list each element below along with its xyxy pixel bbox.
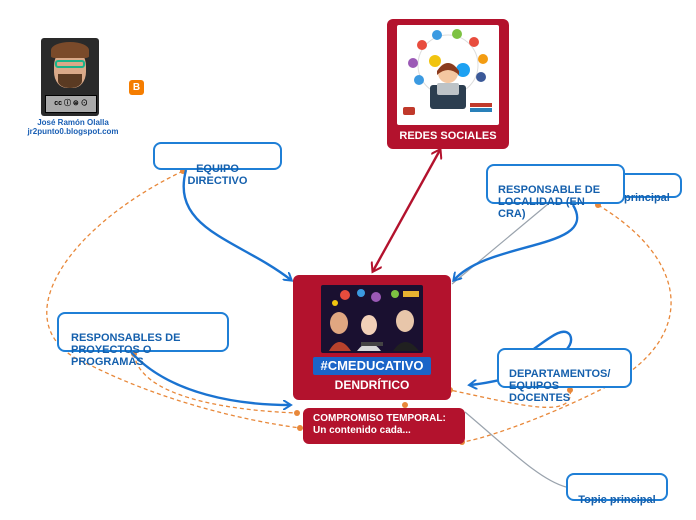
- author-avatar: cc ⓘ ⊜ ⊙: [41, 38, 99, 116]
- responsable-localidad-node[interactable]: RESPONSABLE DE LOCALIDAD (EN CRA): [486, 164, 625, 220]
- dashed-link-proyectos: [133, 353, 298, 414]
- social-media-illustration: [397, 25, 499, 125]
- equipo-directivo-label: EQUIPO DIRECTIVO: [187, 163, 248, 187]
- gray-link-topic: [464, 411, 567, 488]
- social-network-icon: [403, 29, 492, 115]
- redes-sociales-node[interactable]: REDES SOCIALES: [387, 19, 509, 149]
- cc-license-badge: cc ⓘ ⊜ ⊙: [45, 95, 97, 113]
- center-image: [321, 285, 423, 353]
- responsable-localidad-label: RESPONSABLE DE LOCALIDAD (EN CRA): [498, 184, 601, 220]
- author-blog[interactable]: jr2punto0.blogspot.com: [27, 127, 119, 136]
- arrow-proyectos-center: [130, 351, 290, 405]
- equipo-directivo-node[interactable]: EQUIPO DIRECTIVO: [153, 142, 282, 187]
- center-node[interactable]: #CMEDUCATIVO DENDRÍTICO: [293, 275, 451, 400]
- avatar-glasses: [55, 60, 85, 68]
- center-title: DENDRÍTICO: [334, 378, 410, 392]
- author-credit: José Ramón Olalla jr2punto0.blogspot.com: [18, 118, 128, 136]
- redes-sociales-label: REDES SOCIALES: [399, 130, 497, 142]
- topic-principal-label: Topic principal: [578, 494, 656, 506]
- compromiso-line2: Un contenido cada...: [313, 425, 411, 436]
- departamentos-node[interactable]: DEPARTAMENTOS/ EQUIPOS DOCENTES: [497, 348, 632, 404]
- presenters-illustration: [329, 289, 419, 351]
- proyectos-programas-node[interactable]: RESPONSABLES DE PROYECTOS O PROGRAMAS: [57, 312, 229, 368]
- author-name: José Ramón Olalla: [37, 118, 109, 127]
- gray-links: [451, 203, 567, 488]
- center-hashtag-tag: #CMEDUCATIVO: [313, 357, 431, 375]
- avatar-hair: [51, 42, 89, 58]
- proyectos-programas-label: RESPONSABLES DE PROYECTOS O PROGRAMAS: [71, 332, 181, 368]
- blogger-icon[interactable]: B: [129, 80, 144, 95]
- gray-link-responsable: [451, 203, 549, 285]
- arrow-responsable-center: [454, 204, 579, 280]
- dashed-link-departamentos: [449, 389, 571, 408]
- compromiso-line1: COMPROMISO TEMPORAL:: [313, 413, 446, 424]
- center-hashtag: #CMEDUCATIVO: [320, 358, 424, 373]
- dashed-link-equipo: [46, 170, 301, 429]
- arrow-redes-center: [373, 150, 440, 271]
- arrow-equipo-center: [182, 169, 291, 280]
- avatar-beard: [58, 74, 82, 88]
- hidden-principal-label: principal: [624, 192, 670, 204]
- topic-principal-node[interactable]: Topic principal: [566, 473, 668, 506]
- dashed-link-responsable: [461, 204, 672, 443]
- departamentos-label: DEPARTAMENTOS/ EQUIPOS DOCENTES: [509, 368, 611, 404]
- compromiso-node[interactable]: COMPROMISO TEMPORAL: Un contenido cada..…: [303, 408, 465, 444]
